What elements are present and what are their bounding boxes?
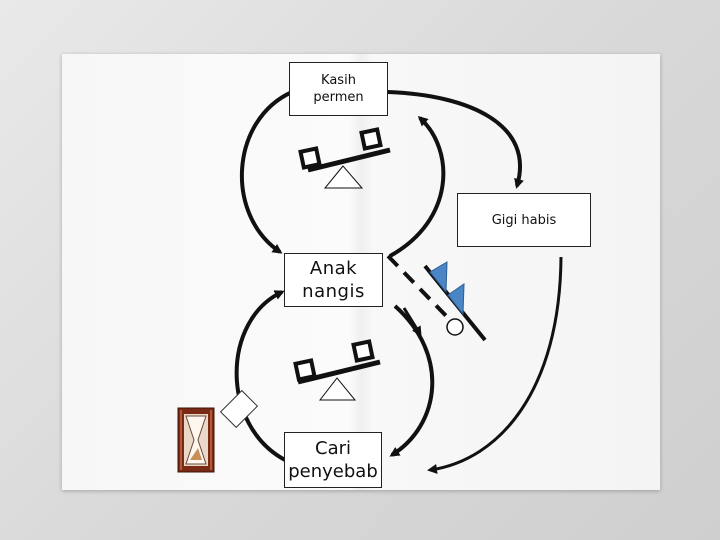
arrow-gigi-to-cari <box>427 256 563 474</box>
node-label: Anak nangis <box>302 258 365 302</box>
seesaw-icon <box>293 339 381 401</box>
arrow-anak-down <box>402 307 422 337</box>
hourglass-icon <box>177 407 215 473</box>
arrow-anak-to-kasih <box>389 115 446 258</box>
arrow-kasih-to-gigi <box>387 90 524 189</box>
arrow-cari-to-anak <box>234 290 286 462</box>
node-label: Gigi habis <box>491 212 557 228</box>
arrow-kasih-to-anak <box>240 90 293 254</box>
node-anak-nangis: Anak nangis <box>284 253 383 307</box>
seesaw-icon <box>298 127 391 189</box>
goal-marker-icon <box>386 254 487 342</box>
node-cari-penyebab: Cari penyebab <box>284 432 382 488</box>
node-label: Cari penyebab <box>288 438 378 482</box>
node-gigi-habis: Gigi habis <box>457 193 591 247</box>
arrow-anak-to-cari <box>389 304 435 457</box>
node-label: Kasih permen <box>313 73 364 105</box>
card-icon <box>219 389 259 429</box>
node-kasih-permen: Kasih permen <box>289 62 388 116</box>
